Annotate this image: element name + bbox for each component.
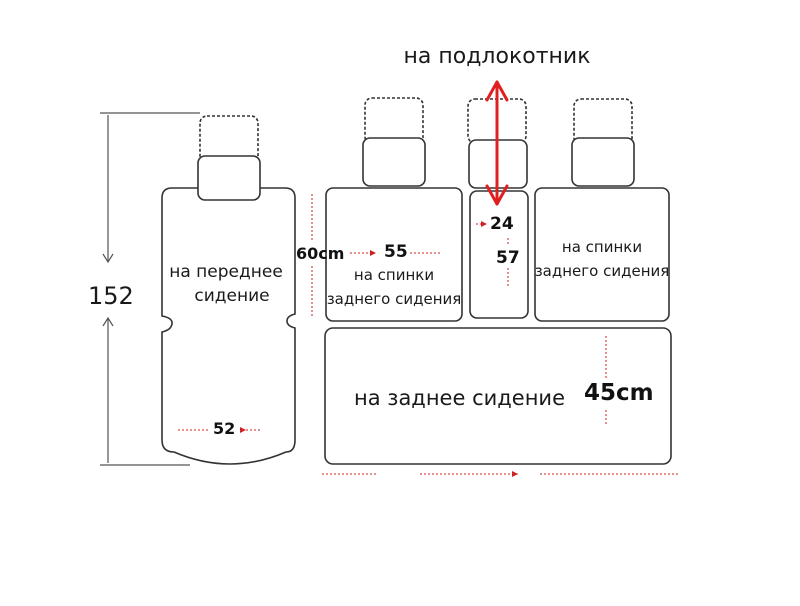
front-seat-label-line1: на переднее [169, 262, 283, 282]
total-height-label: 152 [88, 282, 134, 310]
rear-seat-cushion [324, 327, 672, 465]
back-headrest-1 [362, 97, 426, 187]
rear-back-label-line2: заднего сидения [326, 290, 462, 308]
armrest-title: на подлокотник [403, 44, 591, 69]
front-seat-outline [161, 187, 296, 465]
rear-seat-depth-label: 45cm [584, 380, 654, 406]
rear-width-arrowhead [512, 471, 518, 477]
armrest-panel [469, 190, 529, 319]
total-height-dimension [100, 112, 200, 466]
front-seat-label-line2: сидение [194, 286, 270, 306]
front-width-label: 52 [213, 419, 236, 438]
armrest-height-label: 57 [496, 248, 520, 268]
back-width-arrowhead [370, 250, 376, 256]
rear-back-label-line1: на спинки [353, 266, 435, 284]
armrest-width-label: 24 [490, 214, 514, 234]
back-rest-2 [534, 187, 670, 322]
back-headrest-2 [571, 98, 635, 187]
back-height-label: 60cm [296, 244, 345, 263]
rear-back2-label-line1: на спинки [561, 238, 643, 256]
armrest-width-arrowhead [481, 221, 487, 227]
armrest-red-arrow [485, 80, 509, 206]
back-rest-1 [325, 187, 463, 322]
back-width-label: 55 [384, 242, 408, 262]
rear-seat-label: на заднее сидение [354, 386, 566, 410]
front-seat-headrest [197, 115, 261, 201]
front-width-arrowhead [240, 427, 246, 433]
rear-back2-label-line2: заднего сидения [534, 262, 670, 280]
